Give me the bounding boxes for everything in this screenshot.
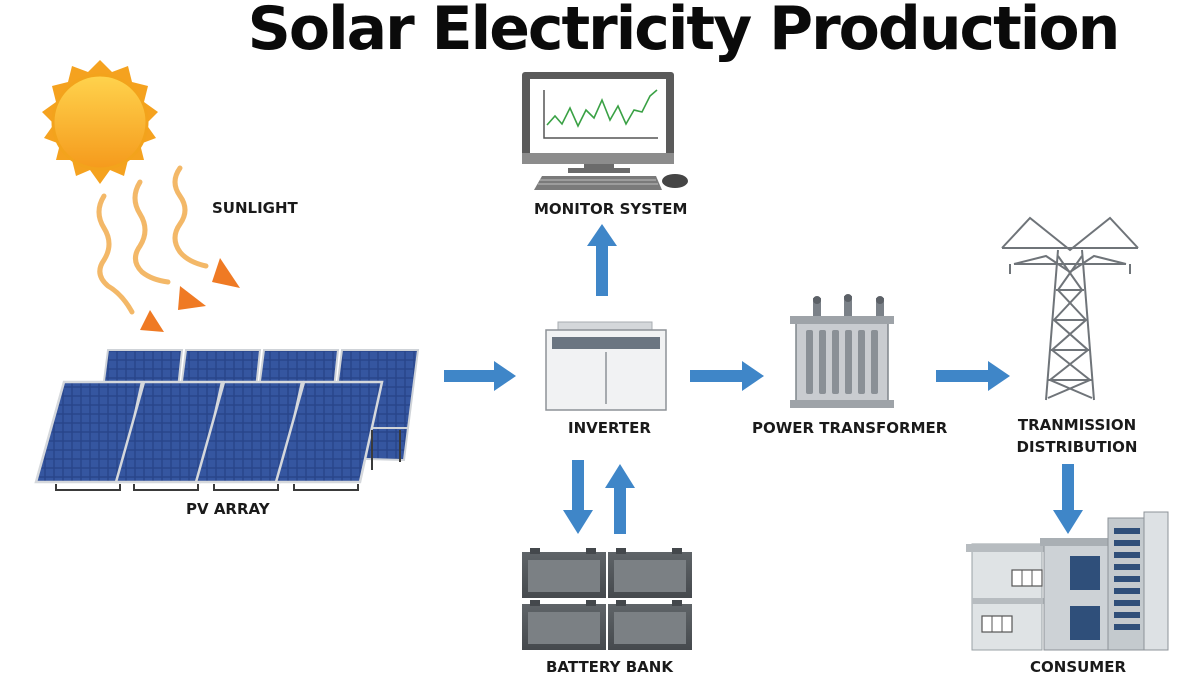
sunlight-arrowheads — [140, 258, 240, 332]
battery-icon — [522, 548, 692, 650]
flow-arrows — [444, 224, 1083, 534]
label-monitor-system: MONITOR SYSTEM — [534, 200, 688, 218]
label-power-transformer: POWER TRANSFORMER — [752, 419, 948, 437]
label-consumer: CONSUMER — [1030, 658, 1127, 676]
sunlight-rays — [96, 165, 209, 315]
arrow-inverter-to-battery — [563, 460, 593, 534]
label-pv-array: PV ARRAY — [186, 500, 270, 518]
transformer-icon — [790, 294, 894, 408]
building-icon — [966, 511, 1169, 651]
arrow-inverter-to-transformer — [690, 361, 764, 391]
label-transmission-line1: TRANMISSION — [1017, 416, 1137, 434]
arrow-battery-to-inverter — [605, 464, 635, 534]
arrow-inverter-to-monitor — [587, 224, 617, 296]
label-sunlight: SUNLIGHT — [212, 199, 298, 217]
label-transmission-line2: DISTRIBUTION — [1016, 438, 1138, 456]
page-title: Solar Electricity Production — [247, 0, 1121, 64]
label-inverter: INVERTER — [568, 419, 651, 437]
solar-panel-icon — [34, 349, 420, 491]
label-battery-bank: BATTERY BANK — [546, 658, 673, 676]
arrow-transmission-to-consumer — [1053, 464, 1083, 534]
sun-icon — [42, 60, 158, 184]
label-transmission: TRANMISSION DISTRIBUTION — [1012, 414, 1142, 458]
arrow-transformer-to-transmission — [936, 361, 1010, 391]
inverter-icon — [545, 321, 667, 411]
computer-monitor-icon — [522, 72, 688, 190]
transmission-tower-icon — [1001, 216, 1139, 401]
arrow-pv-to-inverter — [444, 361, 516, 391]
